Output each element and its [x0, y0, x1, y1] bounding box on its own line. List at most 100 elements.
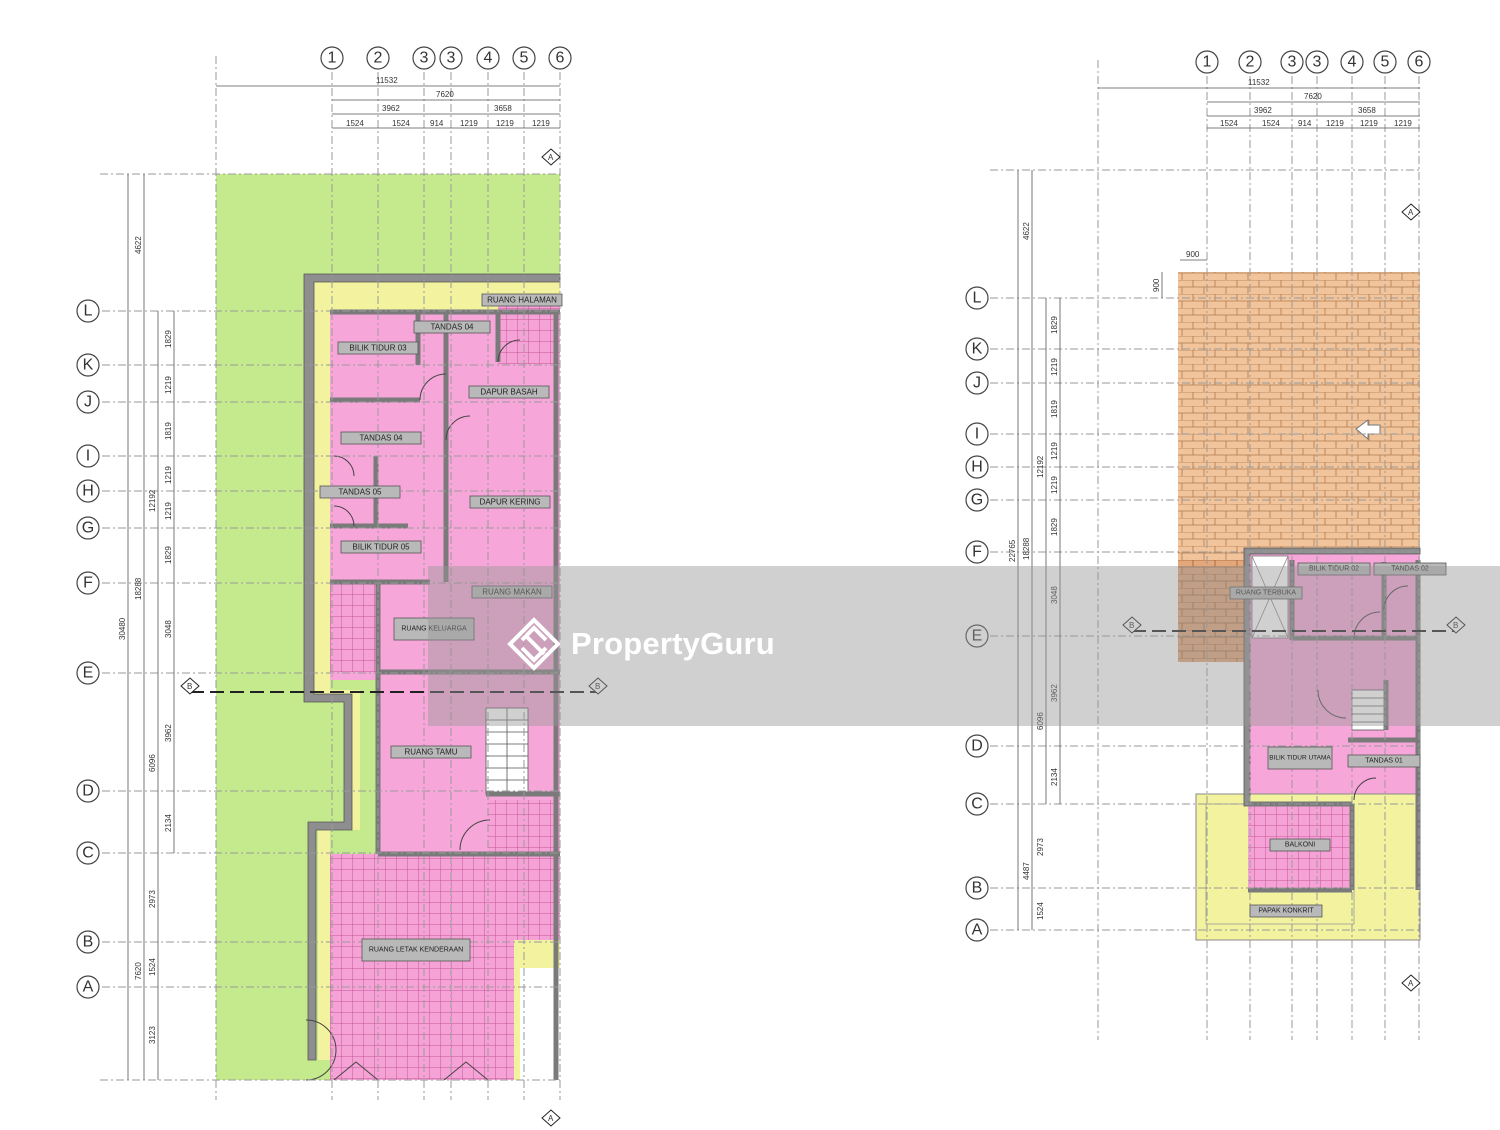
dim-seg: 1219 [1050, 442, 1059, 460]
grid-column-label: 1 [328, 50, 337, 67]
dim-seg: 2973 [148, 890, 157, 908]
grid-row-label: I [975, 426, 979, 443]
dim-seg: 1829 [1050, 316, 1059, 334]
grid-row-label: B [972, 880, 983, 897]
dim-seg: 3048 [164, 620, 173, 638]
ground-row-bubbles: L K J I H G F E D C B A [76, 299, 100, 999]
grid-row-label: B [83, 934, 94, 951]
section-mark-label: A [548, 153, 554, 162]
grid-row-label: H [82, 483, 94, 500]
dim-seg: 1219 [164, 466, 173, 484]
first-grid-horizontal [990, 169, 1420, 931]
grid-row-label: F [83, 575, 93, 592]
section-mark-label: B [1129, 621, 1134, 630]
dim-bay-1: 1524 [1220, 119, 1238, 128]
dim-half-left: 3962 [1254, 106, 1272, 115]
propertyguru-logo-icon [507, 617, 561, 671]
room-label: TANDAS 02 [1391, 566, 1429, 573]
grid-column-label: 3 [1313, 54, 1322, 71]
room-label: RUANG MAKAN [482, 588, 542, 597]
first-doors [1317, 585, 1409, 801]
dim-seg: 1829 [164, 330, 173, 348]
room-label: RUANG LETAK KENDERAAN [369, 947, 463, 954]
dim-house-depth: 18288 [1022, 537, 1031, 560]
dim-total-depth: 22765 [1008, 539, 1017, 562]
first-grid-vertical [1097, 60, 1420, 1040]
grid-column-label: 5 [1381, 54, 1390, 71]
grid-row-label: C [82, 845, 94, 862]
grid-row-label: H [971, 459, 983, 476]
ground-top-dimensions: 11532 7620 3962 3658 1524 1524 914 1219 … [216, 76, 560, 129]
grid-column-label: 6 [1415, 54, 1424, 71]
dim-roof-overhang: 900 [1186, 250, 1200, 259]
ground-section-marks: B B A A [180, 148, 608, 1127]
room-label: BILIK TIDUR 03 [349, 344, 407, 353]
first-section-marks: B B A A [1122, 203, 1466, 992]
room-label: DAPUR KERING [480, 498, 541, 507]
dim-mid-width: 7620 [1304, 92, 1322, 101]
room-label: PAPAK KONKRIT [1258, 908, 1314, 915]
section-mark-label: B [595, 682, 600, 691]
dim-seg: 3048 [1050, 586, 1059, 604]
dim-seg: 3962 [1050, 684, 1059, 702]
dim-overall-width: 11532 [376, 76, 398, 85]
first-top-dimensions: 11532 7620 3962 3658 1524 1524 914 1219 … [1098, 78, 1420, 298]
dim-half-right: 3658 [494, 104, 512, 113]
grid-row-label: L [84, 303, 93, 320]
grid-row-label: A [83, 979, 94, 996]
dim-seg: 2973 [1036, 838, 1045, 856]
dim-seg: 2134 [1050, 768, 1059, 786]
dim-seg: 6096 [1036, 712, 1045, 730]
dim-seg: 2134 [164, 814, 173, 832]
dim-bay-5: 1219 [496, 119, 514, 128]
room-label: TANDAS 05 [339, 488, 383, 497]
grid-row-label: K [972, 341, 983, 358]
section-mark-label: A [1408, 208, 1414, 217]
dim-bay-5: 1219 [1360, 119, 1378, 128]
ground-grid-horizontal [100, 173, 560, 1081]
roof-shadow [1178, 560, 1248, 662]
section-mark-label: A [548, 1114, 554, 1123]
dim-house-depth: 18288 [134, 577, 143, 600]
dim-half-left: 3962 [382, 104, 400, 113]
dim-front-garden: 4622 [134, 236, 143, 254]
dim-bay-3: 914 [430, 119, 444, 128]
grid-column-label: 4 [484, 50, 493, 67]
grid-row-label: G [971, 492, 983, 509]
grid-row-label: E [972, 628, 983, 645]
roof-arrow [1355, 419, 1381, 441]
room-label: TANDAS 04 [431, 323, 475, 332]
dim-total-depth: 30480 [118, 617, 127, 640]
dim-half-right: 3658 [1358, 106, 1376, 115]
grid-row-label: D [82, 783, 94, 800]
section-mark-label: B [1453, 621, 1458, 630]
dim-bay-1: 1524 [346, 119, 364, 128]
dim-seg: 1829 [164, 546, 173, 564]
room-label: BILIK TIDUR UTAMA [1269, 755, 1331, 762]
dim-seg: 6096 [148, 754, 157, 772]
dim-overall-width: 11532 [1248, 78, 1270, 87]
first-floor-plan: 11532 7620 3962 3658 1524 1524 914 1219 … [965, 50, 1466, 1040]
section-mark-label: B [187, 682, 192, 691]
room-label: RUANG TAMU [404, 748, 457, 757]
dim-bay-2: 1524 [392, 119, 410, 128]
room-label: RUANG HALAMAN [487, 296, 557, 305]
room-label: RUANG KELUARGA [401, 626, 467, 633]
grid-row-label: L [973, 290, 982, 307]
ground-interior-walls [330, 309, 560, 1080]
dim-bay-4: 1219 [1326, 119, 1344, 128]
dim-front-zone: 4622 [1022, 222, 1031, 240]
dim-bay-6: 1219 [1394, 119, 1412, 128]
room-label: BILIK TIDUR 02 [1309, 566, 1359, 573]
dim-roof-overhang-v: 900 [1152, 278, 1161, 292]
grid-column-label: 2 [374, 50, 383, 67]
dim-seg: 1219 [1050, 476, 1059, 494]
room-label: BILIK TIDUR 05 [352, 543, 410, 552]
room-label: BALKONI [1285, 842, 1315, 849]
section-mark-label: A [1408, 979, 1414, 988]
grid-column-label: 2 [1246, 54, 1255, 71]
grid-row-label: E [83, 665, 94, 682]
grid-column-label: 1 [1203, 54, 1212, 71]
grid-row-label: I [86, 448, 90, 465]
